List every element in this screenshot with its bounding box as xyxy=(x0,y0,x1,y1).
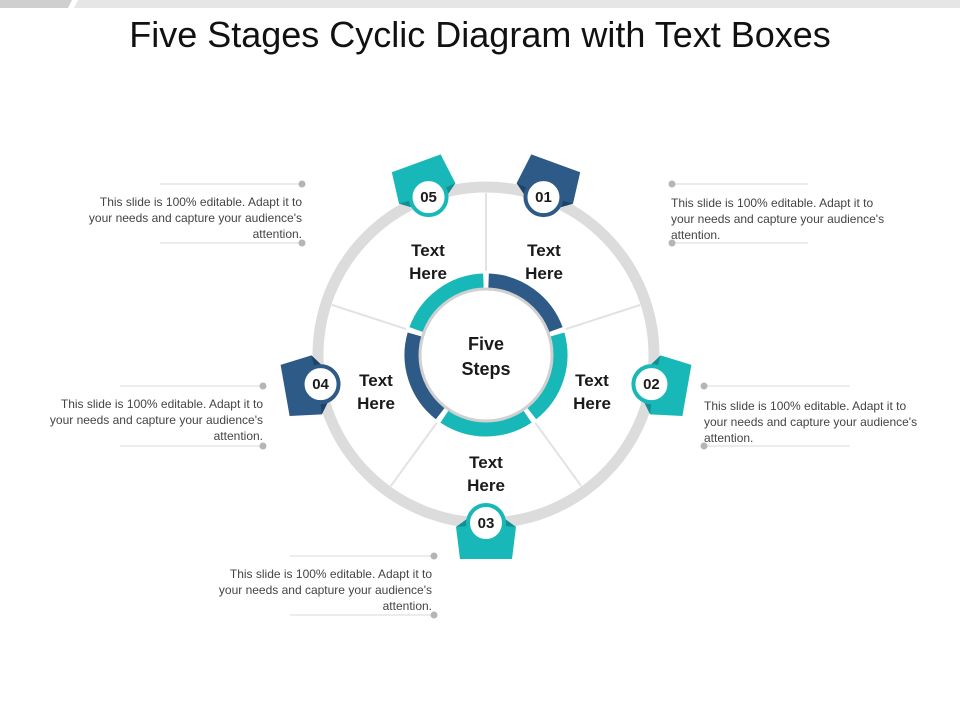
stage-02-description: This slide is 100% editable. Adapt it to… xyxy=(704,399,918,445)
center-label-line1: Five xyxy=(468,334,504,354)
divider-line xyxy=(565,303,641,330)
badge-number-04: 04 xyxy=(312,376,329,393)
callout-dot xyxy=(430,552,438,560)
stage-02-label-line1: Text xyxy=(575,371,609,390)
stage-05-description: This slide is 100% editable. Adapt it to… xyxy=(88,195,302,241)
stage-03-label-line1: Text xyxy=(469,453,503,472)
divider-line xyxy=(534,422,583,487)
top-decor-bars xyxy=(0,0,960,8)
center-hub: Five Steps xyxy=(418,287,554,423)
stage-03-label-line2: Here xyxy=(467,476,505,495)
callout-dot xyxy=(668,180,676,188)
badge-circle-04 xyxy=(300,364,341,405)
stage-04-description: This slide is 100% editable. Adapt it to… xyxy=(49,397,263,443)
badge-circle-01 xyxy=(523,177,564,218)
divider-line xyxy=(389,422,438,487)
center-label-line2: Steps xyxy=(461,359,510,379)
badge-circle-03 xyxy=(466,503,506,543)
badge-circle-02 xyxy=(631,364,672,405)
segment-dividers xyxy=(331,193,641,487)
stage-02-label-line2: Here xyxy=(573,394,611,413)
badge-number-01: 01 xyxy=(535,189,552,206)
inner-arc-segment-02 xyxy=(526,332,568,420)
stage-badge-05: 05 xyxy=(391,154,456,218)
stage-badge-03: 03 xyxy=(456,503,516,559)
inner-arc-segment-05 xyxy=(409,273,484,333)
stage-05-label-line1: Text xyxy=(411,241,445,260)
stage-badge-04: 04 xyxy=(280,355,341,417)
stage-04-label-line1: Text xyxy=(359,371,393,390)
stage-badge-02: 02 xyxy=(631,355,692,417)
stage-05-label-line2: Here xyxy=(409,264,447,283)
badge-number-05: 05 xyxy=(420,189,437,206)
callout-dot xyxy=(668,239,676,247)
badge-circle-05 xyxy=(408,177,449,218)
stage-01-label-line2: Here xyxy=(525,264,563,283)
stage-03-description: This slide is 100% editable. Adapt it to… xyxy=(218,567,432,613)
callout-dot xyxy=(700,382,708,390)
callout-dot xyxy=(259,442,267,450)
callout-dot xyxy=(298,239,306,247)
badge-number-03: 03 xyxy=(478,515,495,532)
page-title: Five Stages Cyclic Diagram with Text Box… xyxy=(129,14,831,55)
inner-arc-segment-04 xyxy=(404,332,446,420)
divider-line xyxy=(331,303,407,330)
callout-dot xyxy=(430,611,438,619)
stage-badges: 01 02 03 04 05 xyxy=(280,154,692,559)
inner-arc-segment-01 xyxy=(488,273,563,333)
stage-01-description: This slide is 100% editable. Adapt it to… xyxy=(671,196,885,242)
segment-labels: Text Here Text Here Text Here Text Here … xyxy=(357,241,611,495)
callout-lines xyxy=(120,180,850,619)
inner-arc-segment-03 xyxy=(440,409,532,437)
badge-number-02: 02 xyxy=(643,376,660,393)
inner-arc-ring xyxy=(404,273,568,437)
callout-dot xyxy=(700,442,708,450)
stage-badge-01: 01 xyxy=(516,154,581,218)
callout-dot xyxy=(259,382,267,390)
stage-04-label-line2: Here xyxy=(357,394,395,413)
callout-dot xyxy=(298,180,306,188)
stage-01-label-line1: Text xyxy=(527,241,561,260)
